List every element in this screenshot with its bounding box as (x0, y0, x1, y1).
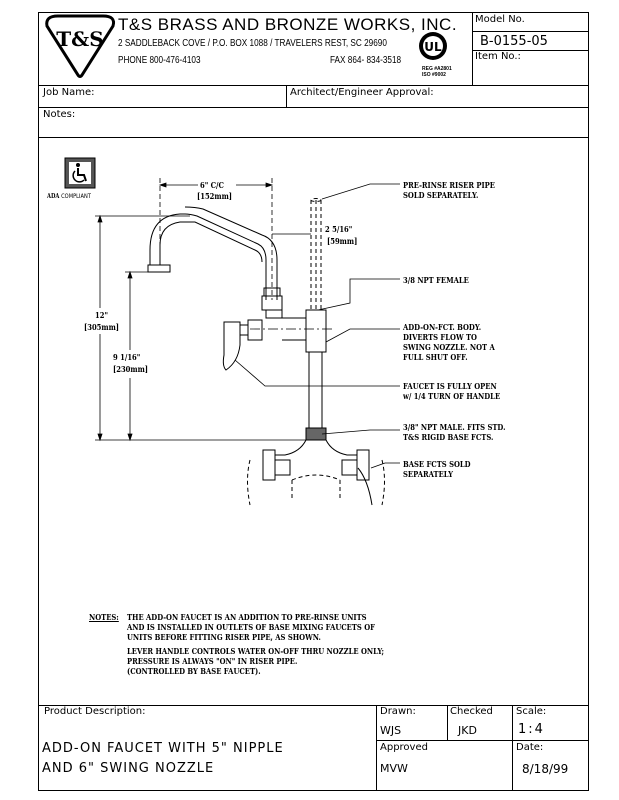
cert-iso: ISO #9002 (422, 72, 446, 78)
divider (376, 740, 589, 741)
job-name-label: Job Name: (43, 87, 95, 98)
approval-label: Architect/Engineer Approval: (290, 87, 434, 98)
ada-label-bold: ADA (47, 193, 60, 200)
callout-leaders (234, 183, 400, 469)
divider (38, 85, 589, 86)
divider (38, 705, 589, 706)
divider (472, 31, 589, 32)
add-on-body (250, 309, 335, 441)
dim-riser: 2 5/16" (325, 224, 353, 234)
drawing-notes: THE ADD-ON FAUCET IS AN ADDITION TO PRE-… (127, 612, 384, 676)
dim-height-mm: [305mm] (84, 322, 120, 332)
product-desc-line1: ADD-ON FAUCET WITH 5" NIPPLE (42, 741, 284, 756)
note-line: (CONTROLLED BY BASE FAUCET). (127, 666, 261, 676)
dim-cc-mm: [152mm] (197, 191, 233, 201)
callout-female: 3/8 NPT FEMALE (403, 275, 469, 285)
dim-height: 12" (95, 310, 109, 320)
notes-heading: NOTES: (89, 612, 119, 622)
checked-label: Checked (450, 706, 493, 717)
item-label: Item No.: (475, 51, 521, 62)
scale-value: 1:4 (518, 722, 545, 737)
drawn-value: WJS (380, 724, 402, 737)
dim-spout: 9 1/16" (113, 352, 141, 362)
note-line: LEVER HANDLE CONTROLS WATER ON-OFF THRU … (127, 646, 384, 656)
callout-male: 3/8" NPT MALE. FITS STD.T&S RIGID BASE F… (403, 422, 505, 442)
company-logo: T&S (45, 14, 115, 78)
svg-text:T&S: T&S (56, 27, 103, 51)
product-desc-label: Product Description: (44, 706, 146, 717)
note-line: PRESSURE IS ALWAYS "ON" IN RISER PIPE. (127, 656, 298, 666)
dim-riser-mm: [59mm] (327, 236, 358, 246)
cert-reg: REG #A2801 (422, 66, 452, 72)
approved-value: MVW (380, 762, 408, 775)
callout-line: SEPARATELY (403, 469, 453, 479)
riser-pipe (310, 198, 322, 310)
scale-label: Scale: (516, 706, 547, 717)
divider (376, 705, 377, 791)
callout-line: 3/8" NPT MALE. FITS STD. (403, 422, 506, 432)
date-label: Date: (516, 742, 544, 753)
notes-label: Notes: (43, 109, 76, 120)
approved-label: Approved (380, 742, 428, 753)
divider (472, 50, 589, 51)
note-line: AND IS INSTALLED IN OUTLETS OF BASE MIXI… (127, 622, 375, 632)
ada-label: ADA COMPLIANT (47, 192, 91, 202)
checked-value: JKD (458, 724, 477, 737)
divider (447, 705, 448, 740)
dimension-lines (95, 178, 311, 442)
svg-text:UL: UL (424, 40, 442, 54)
callout-line: DIVERTS FLOW TO (403, 332, 477, 342)
callout-line: ADD-ON-FCT. BODY. (403, 322, 482, 332)
ada-icon (64, 157, 96, 189)
model-label: Model No. (475, 14, 525, 25)
drawn-label: Drawn: (380, 706, 416, 717)
note-line: THE ADD-ON FAUCET IS AN ADDITION TO PRE-… (127, 612, 367, 622)
callout-line: w/ 1/4 TURN OF HANDLE (403, 391, 501, 401)
sheet-border (38, 12, 589, 791)
callout-line: PRE-RINSE RISER PIPE (403, 180, 495, 190)
company-fax: FAX 864- 834-3518 (330, 55, 402, 66)
dim-spout-mm: [230mm] (113, 364, 149, 374)
divider (286, 85, 287, 107)
date-value: 8/18/99 (522, 762, 569, 776)
swing-nozzle (147, 206, 283, 319)
ul-logo: UL (419, 32, 447, 60)
model-value: B-0155-05 (480, 34, 548, 49)
divider (38, 107, 589, 108)
product-desc-line2: AND 6" SWING NOZZLE (42, 761, 215, 776)
callout-line: BASE FCTS SOLD (403, 459, 471, 469)
callout-line: FULL SHUT OFF. (403, 352, 468, 362)
ada-label-text: COMPLIANT (61, 193, 91, 200)
callout-line: SOLD SEPARATELY. (403, 190, 479, 200)
divider (512, 705, 513, 791)
note-line: UNITS BEFORE FITTING RISER PIPE, AS SHOW… (127, 632, 321, 642)
callout-line: SWING NOZZLE. NOT A (403, 342, 495, 352)
company-phone: PHONE 800-476-4103 (118, 55, 201, 66)
callout-line: FAUCET IS FULLY OPEN (403, 381, 497, 391)
company-name: T&S BRASS AND BRONZE WORKS, INC. (118, 15, 458, 34)
callout-line: 3/8 NPT FEMALE (403, 275, 469, 285)
callout-line: T&S RIGID BASE FCTS. (403, 432, 494, 442)
base-faucets (247, 439, 385, 506)
lever-handle (222, 319, 263, 371)
dim-cc: 6" C/C (200, 180, 224, 190)
company-address: 2 SADDLEBACK COVE / P.O. BOX 1088 / TRAV… (118, 38, 387, 49)
divider (38, 137, 589, 138)
